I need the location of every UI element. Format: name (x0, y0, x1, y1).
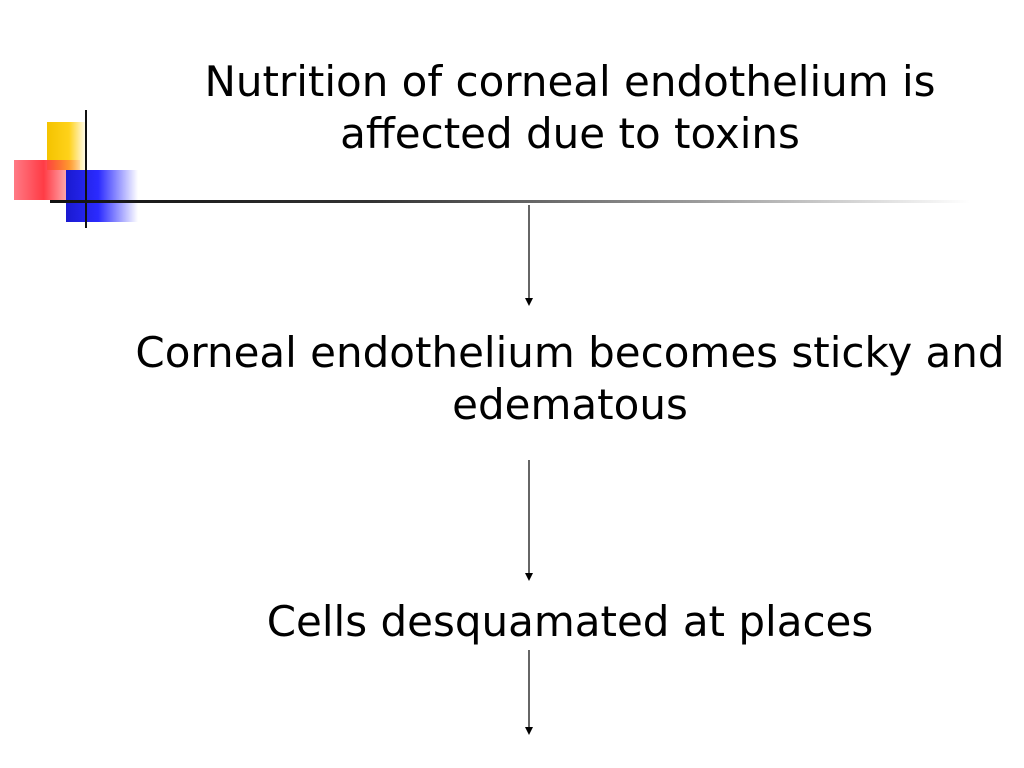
title-divider-rule (50, 200, 970, 203)
flow-step-2: Corneal endothelium becomes sticky and e… (135, 328, 1005, 429)
down-arrow-icon (525, 205, 533, 306)
down-arrow-icon (525, 650, 533, 735)
flow-step-1: Nutrition of corneal endothelium is affe… (204, 57, 936, 158)
flow-step-3: Cells desquamated at places (266, 597, 874, 646)
corner-ornament (0, 0, 150, 240)
down-arrow-icon (525, 460, 533, 581)
ornament-vertical-line (85, 110, 87, 228)
blue-square (66, 170, 138, 222)
